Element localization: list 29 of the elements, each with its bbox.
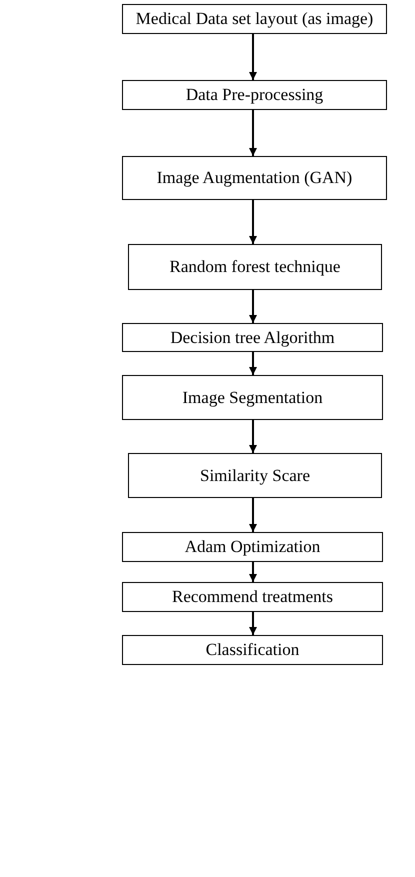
process-box <box>122 635 383 665</box>
box-label: Medical Data set layout (as image) <box>136 9 374 29</box>
process-box <box>128 244 382 290</box>
process-box <box>122 156 387 200</box>
arrow <box>249 110 257 156</box>
arrow <box>249 34 257 80</box>
box-label: Recommend treatments <box>172 587 333 607</box>
arrow <box>249 420 257 453</box>
box-label: Classification <box>206 640 300 660</box>
box-label: Image Augmentation (GAN) <box>156 168 352 188</box>
box-label: Random forest technique <box>170 257 340 277</box>
process-box <box>122 80 387 110</box>
process-box <box>122 582 383 612</box>
box-label: Image Segmentation <box>182 388 323 408</box>
process-box <box>122 4 387 34</box>
process-box <box>122 532 383 562</box>
arrow <box>249 200 257 244</box>
process-box <box>122 375 383 420</box>
arrow <box>249 352 257 375</box>
process-box <box>122 323 383 352</box>
arrow <box>249 612 257 635</box>
box-label: Data Pre-processing <box>186 85 324 105</box>
process-box <box>128 453 382 498</box>
arrow <box>249 290 257 323</box>
box-label: Adam Optimization <box>184 537 320 557</box>
arrow <box>249 562 257 582</box>
box-label: Decision tree Algorithm <box>170 328 335 348</box>
arrow <box>249 498 257 532</box>
box-label: Similarity Scare <box>200 466 310 486</box>
